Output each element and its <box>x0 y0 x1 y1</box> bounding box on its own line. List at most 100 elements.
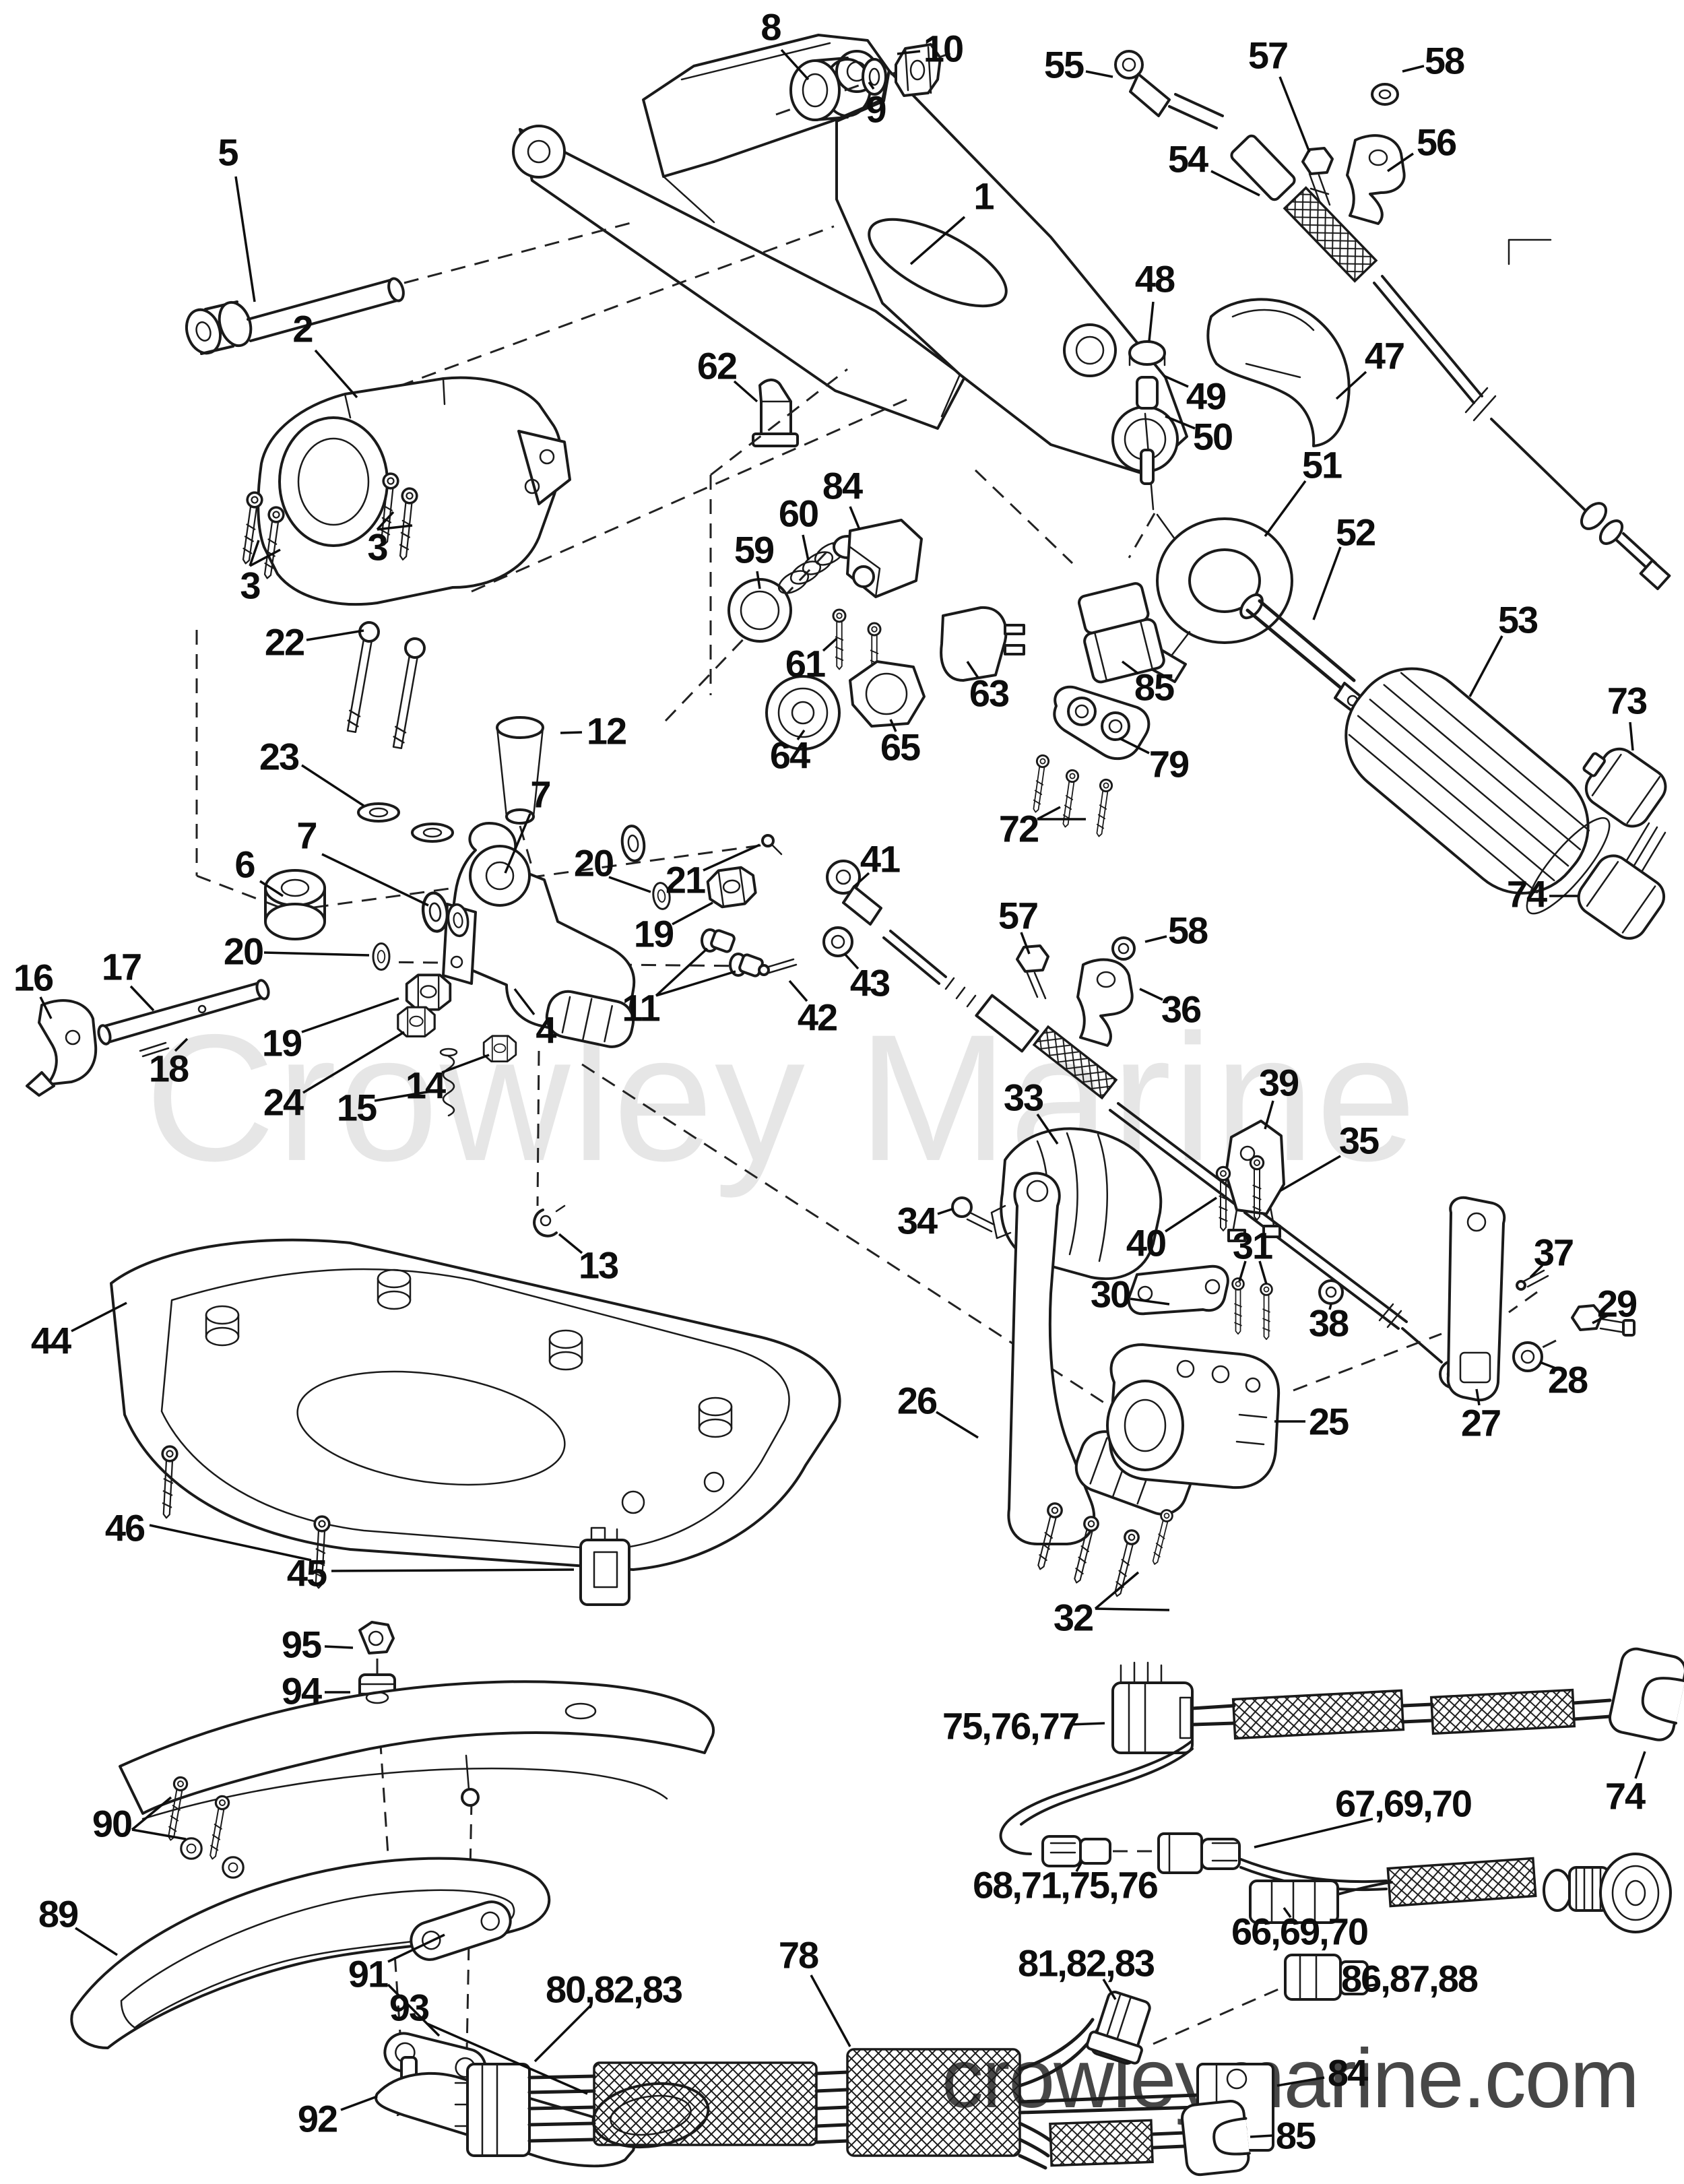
leader-line-93 <box>426 2022 588 2095</box>
callout-14: 14 <box>406 1064 446 1107</box>
leader-line-13 <box>558 1233 583 1254</box>
leader-line-3 <box>377 524 413 531</box>
leader-line-39 <box>1264 1100 1274 1130</box>
callout-20: 20 <box>224 930 263 973</box>
leader-line-73 <box>1629 721 1634 751</box>
leader-line-1 <box>909 216 966 265</box>
callout-39: 39 <box>1259 1062 1299 1104</box>
part-89-steering-friction-arm <box>70 1857 551 2049</box>
part-2-steering-bracket-clamp <box>195 225 915 909</box>
callout-91: 91 <box>348 1953 388 1995</box>
leader-line-91 <box>387 1933 445 1963</box>
callout-64: 64 <box>770 734 810 777</box>
callout-2: 2 <box>292 308 312 350</box>
callout-16: 16 <box>13 957 53 999</box>
part-4-mount-bracket-cluster <box>264 619 1111 1408</box>
part-56-57-58-cable-anchor-hardware <box>1301 83 1406 225</box>
leader-line-47 <box>1335 371 1367 400</box>
leader-line-5 <box>234 176 256 302</box>
part-85-connector-housing <box>1078 582 1165 684</box>
leader-line-72 <box>1037 806 1061 821</box>
callout-90: 90 <box>92 1803 131 1845</box>
callout-68,71,75,76: 68,71,75,76 <box>973 1864 1158 1906</box>
watermark-crowley-marine: Crowley Marine <box>145 996 1418 1200</box>
leader-line-33 <box>1036 1114 1059 1145</box>
leader-line-48 <box>1148 301 1155 342</box>
leader-line-15 <box>374 1089 440 1102</box>
callout-54: 54 <box>1168 138 1208 181</box>
callout-42: 42 <box>798 996 837 1039</box>
leader-line-65 <box>889 719 897 732</box>
leader-line-24 <box>302 1031 405 1094</box>
leader-line-91 <box>387 1983 441 2037</box>
leader-line-68,71,75,76 <box>1075 1861 1083 1872</box>
part-47-throttle-friction-lever <box>1206 298 1351 447</box>
leader-line-92 <box>340 2095 378 2111</box>
callout-12: 12 <box>587 710 626 752</box>
leader-line-26 <box>936 1411 979 1439</box>
callout-58: 58 <box>1168 909 1208 952</box>
callout-53: 53 <box>1498 599 1538 641</box>
callout-32: 32 <box>1054 1597 1093 1639</box>
callout-46: 46 <box>105 1507 145 1549</box>
callout-17: 17 <box>102 946 141 988</box>
callout-60: 60 <box>779 492 818 535</box>
leader-line-30 <box>1130 1297 1170 1306</box>
leader-line-86,87,88 <box>1365 1983 1378 1987</box>
callout-20: 20 <box>574 842 613 885</box>
leader-line-62 <box>733 380 758 403</box>
leader-line-28 <box>1539 1361 1558 1370</box>
leader-line-74 <box>1634 1751 1646 1779</box>
leader-line-12 <box>560 731 583 734</box>
callout-10: 10 <box>924 28 963 70</box>
part-53-handle-grip <box>1345 667 1611 915</box>
callout-21: 21 <box>666 859 705 901</box>
callout-84: 84 <box>822 465 863 507</box>
leader-line-50 <box>1165 415 1196 430</box>
callout-23: 23 <box>259 736 299 778</box>
leader-line-18 <box>174 1037 189 1052</box>
leader-line-3 <box>249 548 281 567</box>
callout-31: 31 <box>1233 1225 1272 1267</box>
leader-line-85 <box>1121 660 1140 675</box>
callout-52: 52 <box>1336 511 1375 554</box>
callout-62: 62 <box>697 345 736 387</box>
leader-line-46 <box>149 1524 312 1562</box>
leader-line-36 <box>1139 988 1163 1001</box>
leader-line-7 <box>321 853 429 907</box>
callout-50: 50 <box>1193 416 1232 458</box>
callout-18: 18 <box>149 1048 189 1090</box>
leader-line-57 <box>1020 932 1031 955</box>
leader-line-35 <box>1279 1155 1341 1192</box>
callout-49: 49 <box>1186 375 1226 418</box>
leader-line-4 <box>513 988 536 1016</box>
callout-4: 4 <box>536 1009 556 1052</box>
callout-86,87,88: 86,87,88 <box>1341 1958 1478 2000</box>
leader-line-79 <box>1119 737 1150 754</box>
callout-43: 43 <box>850 962 890 1004</box>
callout-7: 7 <box>296 814 316 857</box>
callout-19: 19 <box>634 913 674 955</box>
leader-line-81,82,83 <box>1102 1979 1117 2000</box>
callout-85: 85 <box>1134 666 1174 709</box>
leader-line-10 <box>897 50 921 55</box>
harness-upper-branch <box>999 1647 1684 2045</box>
part-27-28-29-37-38-anchor-strap <box>1293 1196 1636 1402</box>
leader-line-29 <box>1592 1314 1609 1324</box>
callout-75,76,77: 75,76,77 <box>942 1705 1078 1747</box>
callout-92: 92 <box>298 2098 337 2140</box>
part-1-tiller-arm-housing <box>512 34 1188 476</box>
leader-line-66,69,70 <box>1283 1906 1292 1919</box>
leader-line-32 <box>1094 1571 1140 1610</box>
callout-28: 28 <box>1548 1359 1588 1401</box>
leader-line-31 <box>1258 1260 1268 1285</box>
leader-line-20 <box>608 876 651 893</box>
callout-38: 38 <box>1309 1302 1349 1345</box>
leader-line-31 <box>1238 1260 1247 1282</box>
watermark-layer: Crowley Marine crowleymarine.com <box>145 996 1640 2125</box>
part-39-40-cable-anchor-bracket <box>1215 1120 1285 1242</box>
leader-line-19 <box>301 997 399 1033</box>
callout-15: 15 <box>337 1087 377 1129</box>
leader-line-6 <box>259 880 284 897</box>
